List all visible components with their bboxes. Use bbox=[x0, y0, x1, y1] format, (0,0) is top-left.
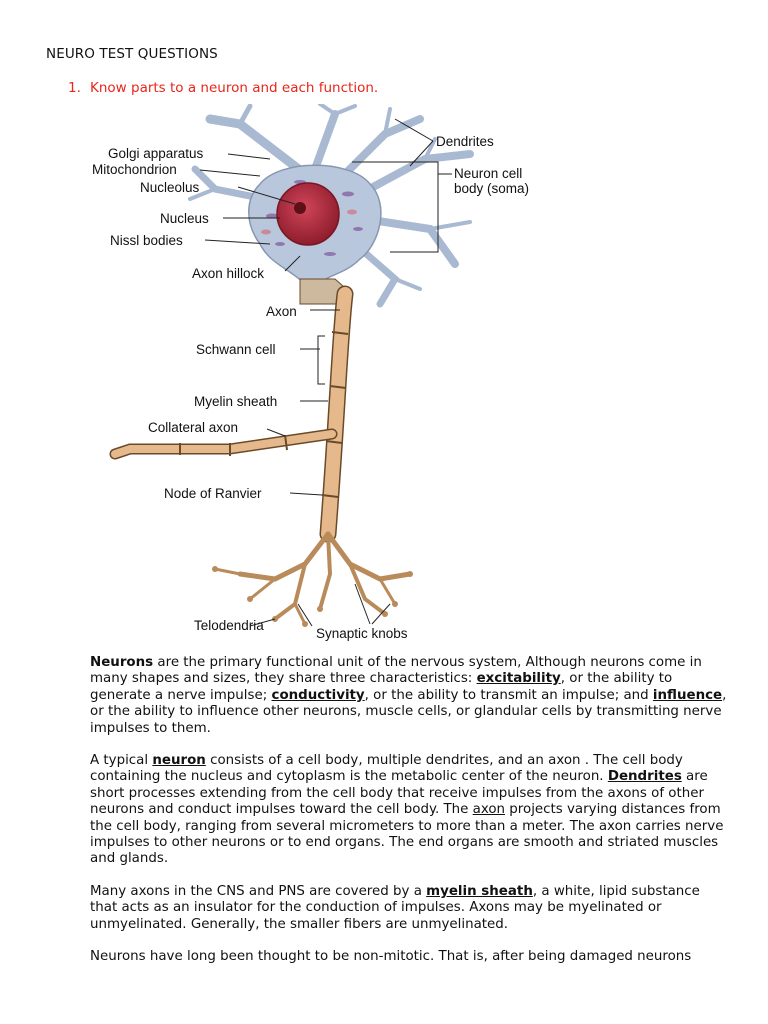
paragraph-neurons: Neurons are the primary functional unit … bbox=[90, 655, 730, 737]
document-title: NEURO TEST QUESTIONS bbox=[46, 46, 218, 62]
term-neurons: Neurons bbox=[90, 655, 154, 670]
term-axon: axon bbox=[472, 802, 506, 818]
text-run: are the primary functional unit of the n… bbox=[90, 655, 702, 687]
paragraph-myelin: Many axons in the CNS and PNS are covere… bbox=[90, 884, 730, 933]
label-axon: Axon bbox=[266, 304, 297, 319]
label-node-of-ranvier: Node of Ranvier bbox=[164, 486, 262, 501]
term-excitability: excitability bbox=[476, 671, 561, 687]
telodendria-shape bbox=[213, 531, 413, 626]
question-text: Know parts to a neuron and each function… bbox=[90, 80, 379, 96]
axon-shape bbox=[319, 285, 354, 543]
label-schwann-cell: Schwann cell bbox=[196, 342, 276, 357]
text-run: Many axons in the CNS and PNS are covere… bbox=[90, 883, 427, 899]
label-telodendria: Telodendria bbox=[194, 618, 264, 633]
label-neuron-cell-body-line2: body (soma) bbox=[454, 181, 529, 196]
label-myelin-sheath: Myelin sheath bbox=[194, 394, 277, 409]
nucleus-shape bbox=[276, 182, 340, 246]
paragraph-non-mitotic: Neurons have long been thought to be non… bbox=[90, 949, 730, 965]
leader-lines bbox=[199, 118, 452, 627]
question-item: 1. Know parts to a neuron and each functi… bbox=[68, 80, 378, 96]
nissl-bodies-shape bbox=[266, 180, 363, 256]
nucleolus-shape bbox=[294, 202, 306, 214]
term-myelin-sheath: myelin sheath bbox=[426, 883, 533, 899]
collateral-axon-shape bbox=[109, 428, 338, 460]
label-axon-hillock: Axon hillock bbox=[192, 266, 264, 281]
label-mitochondrion: Mitochondrion bbox=[92, 162, 177, 177]
label-nucleus: Nucleus bbox=[160, 211, 209, 226]
text-run: are short processes extending from the c… bbox=[90, 769, 708, 818]
body-text: Neurons are the primary functional unit … bbox=[90, 655, 730, 982]
question-number: 1. bbox=[68, 80, 81, 96]
term-neuron: neuron bbox=[152, 753, 206, 769]
text-run: Neurons have long been thought to be non… bbox=[90, 949, 692, 965]
neuron-diagram: Golgi apparatus Mitochondrion Nucleolus … bbox=[92, 104, 529, 641]
text-run: A typical bbox=[90, 753, 153, 769]
term-dendrites: Dendrites bbox=[607, 769, 682, 785]
text-run: , or the ability to transmit an impulse;… bbox=[364, 687, 653, 703]
term-conductivity: conductivity bbox=[271, 687, 365, 703]
label-neuron-cell-body-line1: Neuron cell bbox=[454, 166, 522, 181]
node-of-ranvier-shape bbox=[321, 331, 349, 498]
label-nucleolus: Nucleolus bbox=[140, 180, 200, 195]
mitochondrion-shape bbox=[261, 209, 357, 235]
text-run: projects varying distances from the cell… bbox=[90, 802, 724, 867]
text-run: , or the ability to influence other neur… bbox=[90, 687, 727, 736]
text-run: , or the ability to generate a nerve imp… bbox=[90, 671, 673, 703]
label-synaptic-knobs: Synaptic knobs bbox=[316, 626, 408, 641]
label-dendrites: Dendrites bbox=[436, 134, 494, 149]
dendrites-shape bbox=[188, 104, 474, 308]
text-run: consists of a cell body, multiple dendri… bbox=[90, 753, 683, 785]
term-influence: influence bbox=[652, 687, 723, 703]
text-run: , a white, lipid substance that acts as … bbox=[90, 883, 700, 932]
label-collateral-axon: Collateral axon bbox=[148, 420, 238, 435]
synaptic-knobs-shape bbox=[212, 566, 413, 627]
paragraph-typical-neuron: A typical neuron consists of a cell body… bbox=[90, 753, 730, 868]
label-nissl-bodies: Nissl bodies bbox=[110, 233, 183, 248]
label-golgi-apparatus: Golgi apparatus bbox=[108, 146, 204, 161]
